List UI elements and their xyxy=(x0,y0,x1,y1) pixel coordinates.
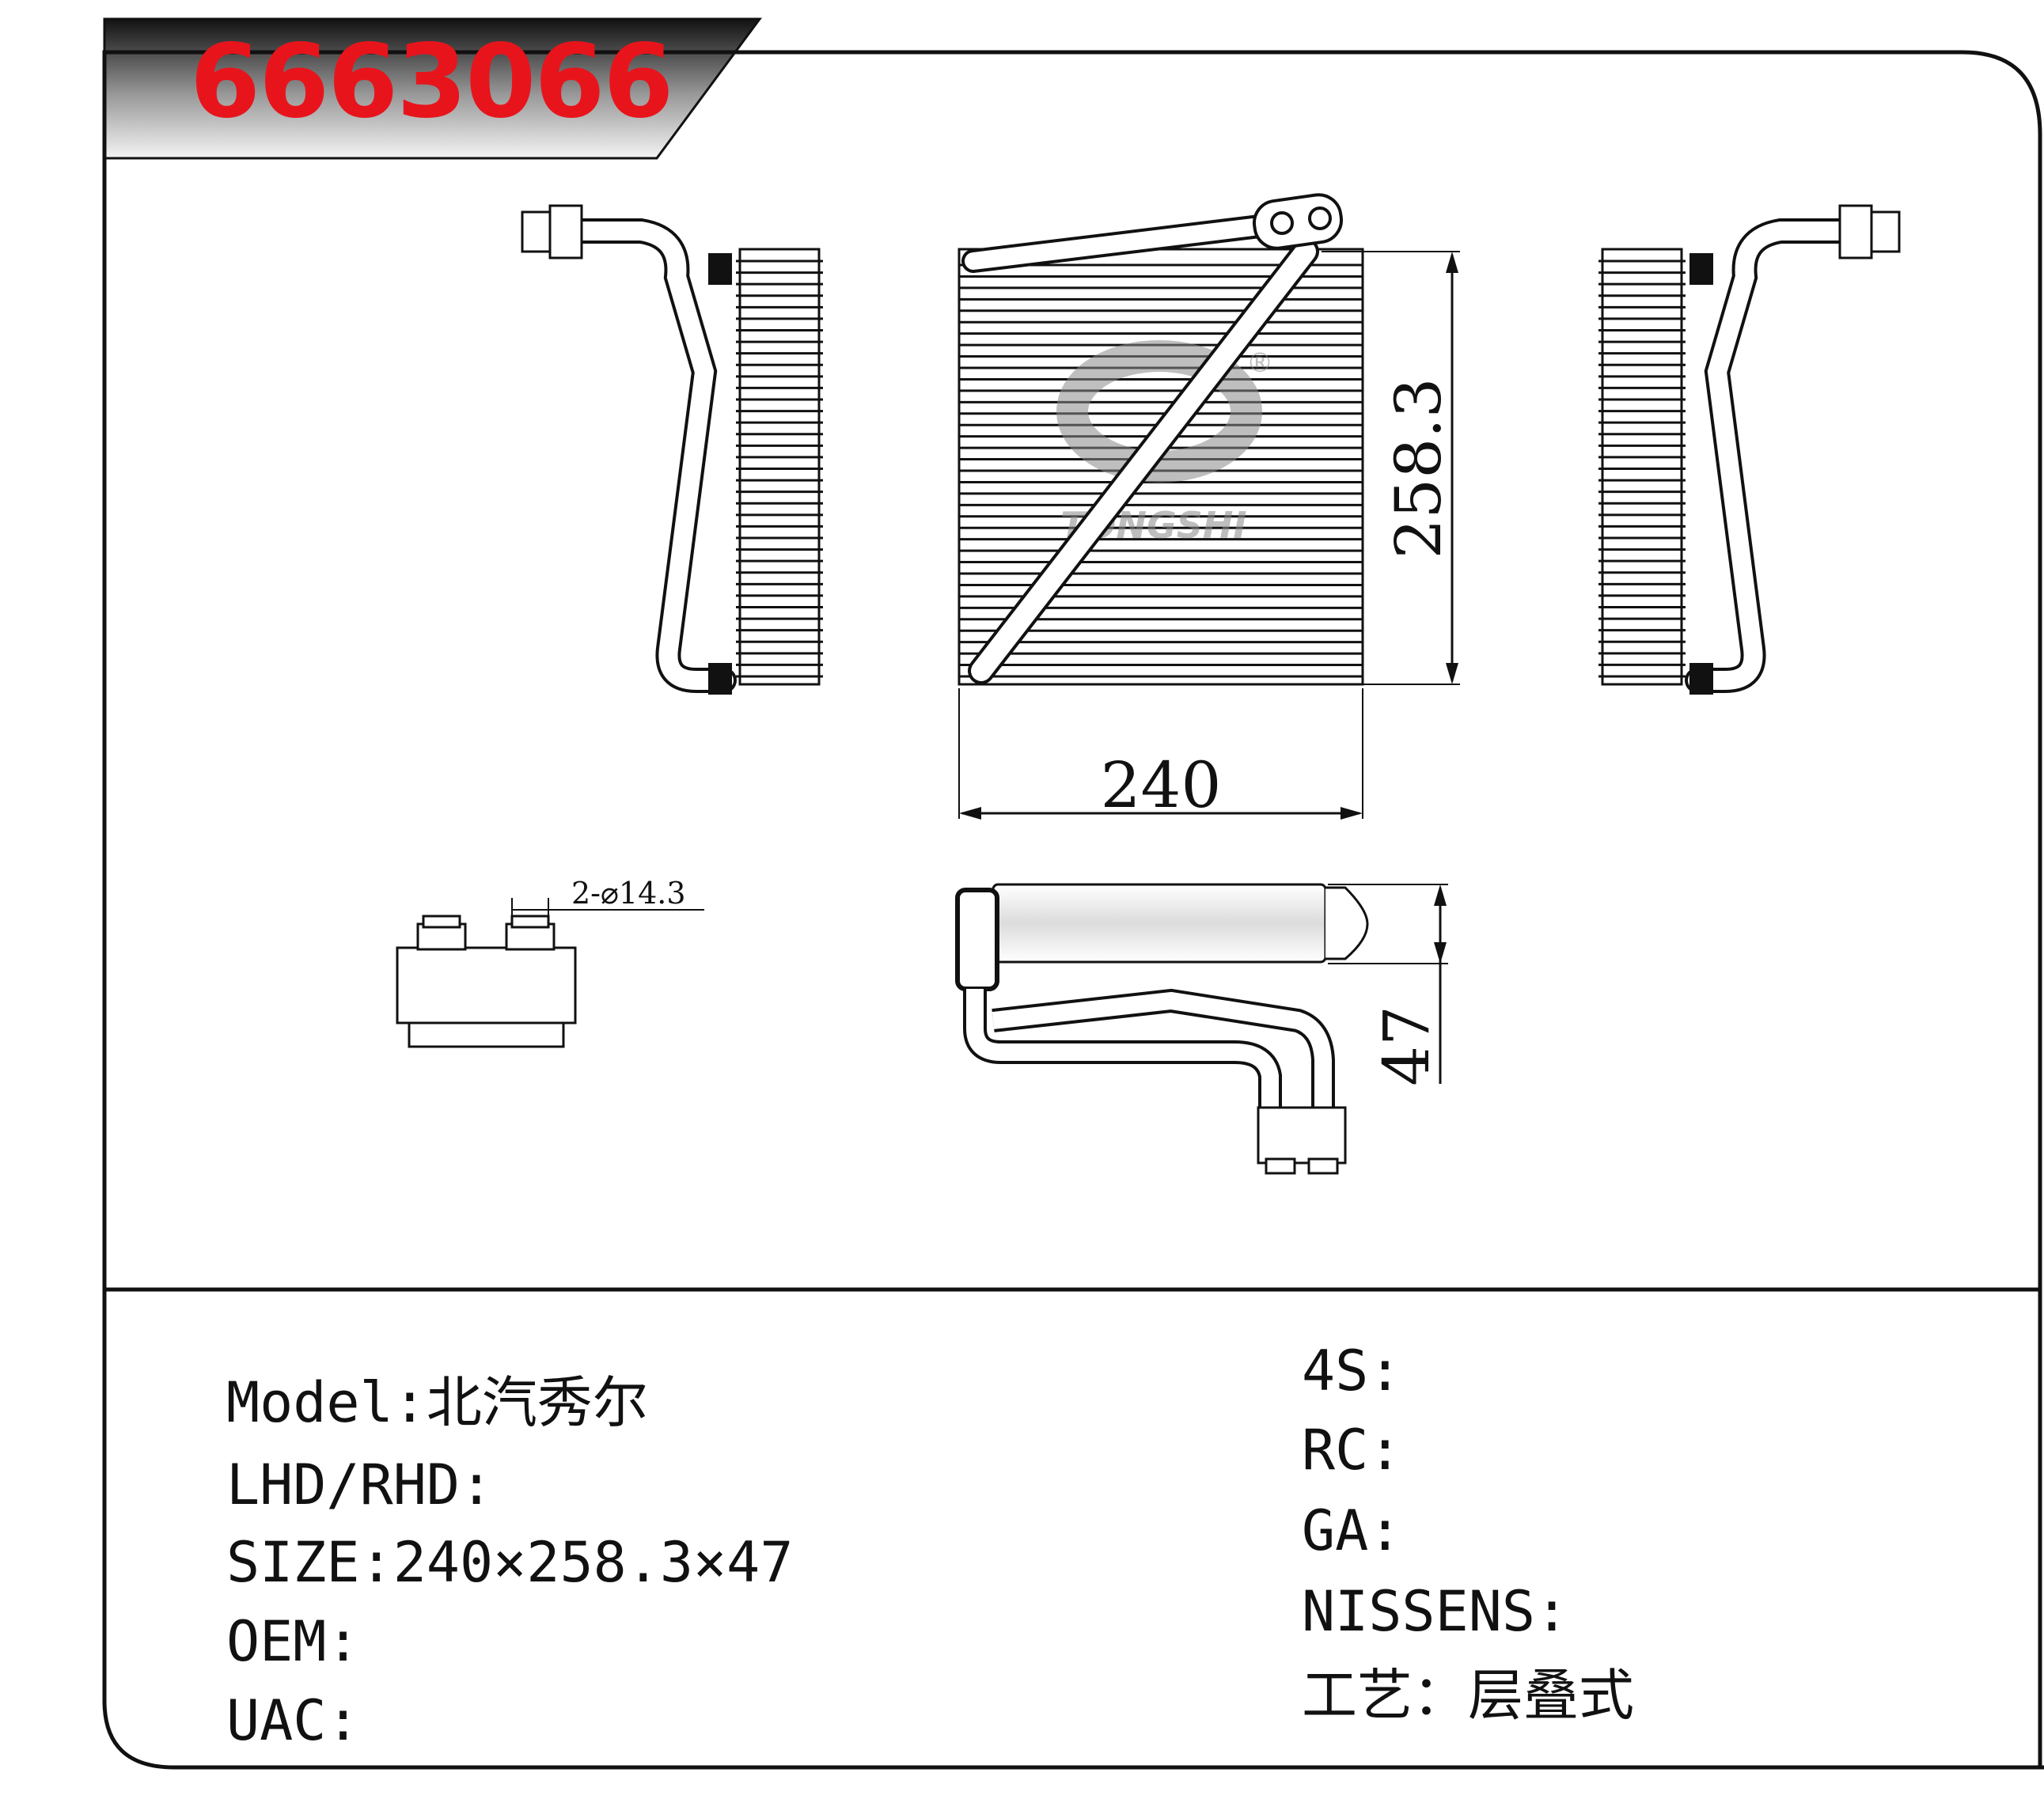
spec-sep: : xyxy=(1368,1418,1402,1483)
dim-width-label: 240 xyxy=(1101,748,1222,822)
spec-value: 北汽秀尔 xyxy=(426,1370,648,1435)
evaporator-right-side-view xyxy=(1598,204,1901,695)
spec-label: OEM xyxy=(226,1609,327,1674)
dimension-width: 240 xyxy=(958,688,1363,822)
evaporator-top-view xyxy=(955,883,1369,1175)
fitting-block-view: 2-⌀14.3 xyxy=(396,876,704,1048)
dim-depth-label: 47 xyxy=(1370,1006,1443,1086)
spec-label: NISSENS xyxy=(1302,1579,1536,1644)
dim-height-label: 258.3 xyxy=(1382,377,1455,559)
spec-lhd-rhd: LHD/RHD: xyxy=(226,1457,493,1513)
spec-nissens: NISSENS: xyxy=(1302,1584,1568,1639)
spec-rc: RC: xyxy=(1302,1422,1401,1478)
spec-4s: 4S: xyxy=(1302,1343,1401,1399)
part-number: 6663066 xyxy=(190,23,673,141)
frame-border xyxy=(102,50,2044,1770)
spec-sep: : xyxy=(326,1609,360,1674)
spec-uac: UAC: xyxy=(226,1693,360,1748)
spec-process: 工艺：层叠式 xyxy=(1302,1668,1634,1723)
dimension-height: 258.3 xyxy=(1322,251,1460,685)
spec-ga: GA: xyxy=(1302,1503,1401,1559)
evaporator-front-view: TONGSHI ® xyxy=(958,193,1364,686)
spec-label: SIZE xyxy=(226,1530,360,1595)
dim-port-label: 2-⌀14.3 xyxy=(571,876,686,911)
spec-sep: : xyxy=(1535,1579,1569,1644)
spec-label: GA xyxy=(1302,1498,1369,1563)
spec-sep: : xyxy=(1368,1339,1402,1403)
spec-sep: : xyxy=(392,1370,427,1435)
spec-value: 层叠式 xyxy=(1468,1663,1634,1728)
spec-label: RC xyxy=(1302,1418,1369,1483)
spec-sep: : xyxy=(359,1530,393,1595)
spec-sep: : xyxy=(1368,1498,1402,1563)
spec-label: Model xyxy=(226,1370,393,1435)
spec-sep: : xyxy=(326,1688,360,1753)
evaporator-left-side-view xyxy=(521,204,823,695)
spec-value: 240×258.3×47 xyxy=(392,1530,794,1595)
watermark-mark: ® xyxy=(1246,347,1273,379)
dimension-depth: 47 xyxy=(1328,884,1448,1086)
spec-model: Model:北汽秀尔 xyxy=(226,1375,648,1430)
spec-size: SIZE:240×258.3×47 xyxy=(226,1535,793,1590)
spec-label: 工艺 xyxy=(1302,1663,1413,1728)
spec-label: 4S xyxy=(1302,1339,1369,1403)
spec-sep: ： xyxy=(1413,1663,1468,1728)
spec-label: UAC xyxy=(226,1688,327,1753)
spec-label: LHD/RHD xyxy=(226,1452,461,1517)
spec-oem: OEM: xyxy=(226,1614,360,1669)
spec-sep: : xyxy=(460,1452,494,1517)
